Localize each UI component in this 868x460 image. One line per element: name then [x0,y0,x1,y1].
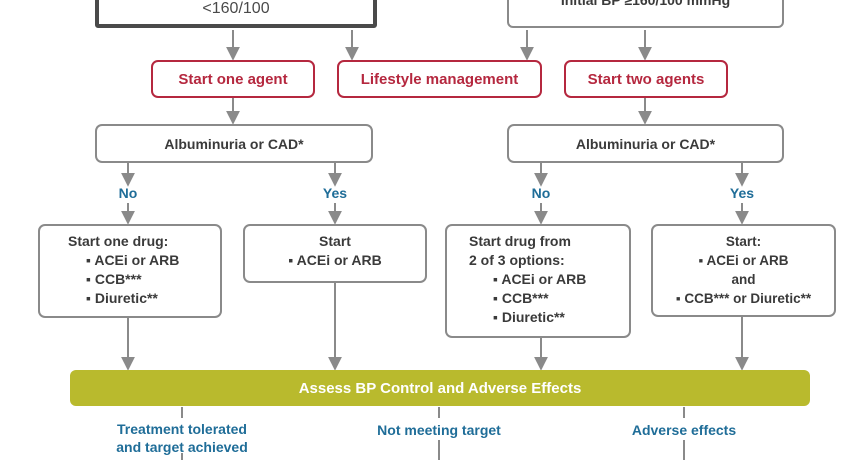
drug-box-3-item: ▪ CCB*** [493,290,549,306]
drug-box-1-item: ▪ ACEi or ARB [86,252,180,268]
branch-no-left: No [118,185,138,201]
lifestyle-management-box: Lifestyle management [337,60,542,98]
drug-box-1-item: ▪ Diuretic** [86,290,158,306]
drug-box-4-item: ▪ ACEi or ARB [698,253,789,268]
outcome-tolerated-line1: Treatment tolerated [117,421,247,437]
drug-box-4-item: ▪ CCB*** or Diuretic** [675,291,812,306]
branch-no-right: No [531,185,551,201]
drug-box-3-item: ▪ ACEi or ARB [493,271,587,287]
drug-box-2: Start ▪ ACEi or ARB [243,224,427,283]
drug-box-2-item: ▪ ACEi or ARB [288,252,382,268]
start-one-agent-box: Start one agent [151,60,315,98]
initial-bp-low-text: <160/100 [202,0,270,17]
drug-box-2-title: Start [319,233,351,249]
outcome-tolerated-line2: and target achieved [116,439,248,455]
assess-bp-bar: Assess BP Control and Adverse Effects [70,370,810,406]
assess-bp-label: Assess BP Control and Adverse Effects [298,379,582,397]
initial-bp-high-text: Initial BP ≥160/100 mmHg [560,0,731,8]
outcome-adverse-effects: Adverse effects [631,422,737,438]
drug-box-4-title: Start: [725,234,762,249]
condition-right-label: Albuminuria or CAD* [575,135,716,152]
condition-left-label: Albuminuria or CAD* [164,135,304,152]
branch-yes-right: Yes [729,185,755,201]
drug-box-1: Start one drug: ▪ ACEi or ARB ▪ CCB*** ▪… [38,224,222,318]
drug-box-1-item: ▪ CCB*** [86,271,142,287]
drug-box-3-item: ▪ Diuretic** [493,309,565,325]
outcome-not-meeting-target: Not meeting target [377,422,501,438]
drug-box-4-connector: and [731,272,756,287]
drug-box-1-title: Start one drug: [68,233,169,249]
condition-box-left: Albuminuria or CAD* [95,124,373,163]
start-one-agent-label: Start one agent [178,70,288,88]
start-two-agents-label: Start two agents [587,70,705,88]
drug-box-4: Start: ▪ ACEi or ARB and ▪ CCB*** or Diu… [651,224,836,317]
branch-yes-left: Yes [322,185,348,201]
condition-box-right: Albuminuria or CAD* [507,124,784,163]
drug-box-3-subtitle: 2 of 3 options: [469,252,565,268]
drug-box-3-title: Start drug from [469,233,571,249]
outcome-tolerated: Treatment tolerated and target achieved [92,420,272,456]
lifestyle-management-label: Lifestyle management [360,70,519,88]
drug-box-3: Start drug from 2 of 3 options: ▪ ACEi o… [445,224,631,338]
initial-bp-low-box: <160/100 [95,0,377,28]
start-two-agents-box: Start two agents [564,60,728,98]
initial-bp-high-box: Initial BP ≥160/100 mmHg [507,0,784,28]
